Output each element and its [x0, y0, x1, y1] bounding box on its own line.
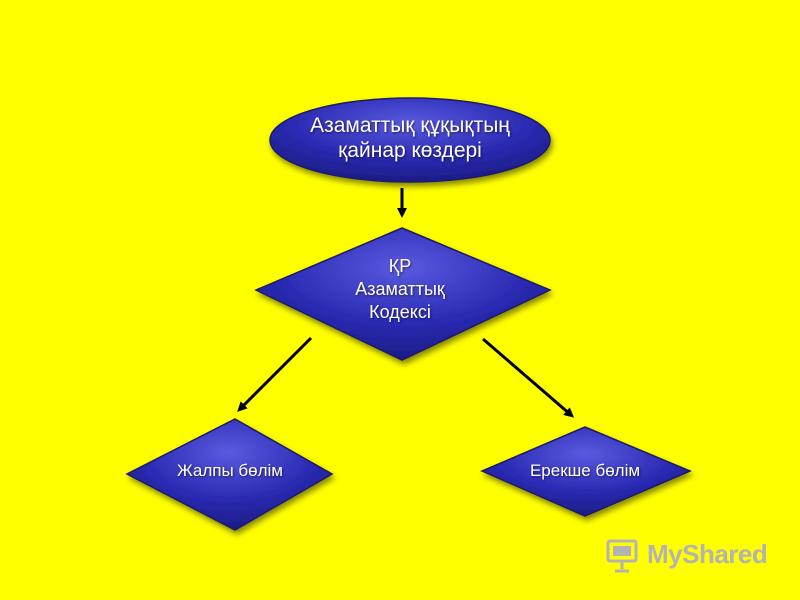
- code-node-line-3: Кодексі: [369, 302, 431, 322]
- code-node-line-1: ҚР: [388, 256, 412, 276]
- special-part-line-1: Ерекше бөлім: [529, 461, 641, 480]
- special-part-node-shape[interactable]: [480, 426, 692, 517]
- general-part-line-1: Жалпы бөлім: [177, 461, 283, 480]
- watermark-logo: MyShared: [603, 535, 778, 577]
- watermark-text: MyShared: [647, 539, 768, 569]
- presentation-icon: [606, 539, 638, 573]
- arrow-code-to-general: [237, 336, 313, 412]
- general-part-node-shape[interactable]: [125, 418, 334, 531]
- arrow-code-to-special: [482, 337, 575, 418]
- root-node-label: Азаматтық құқықтың қайнар көздері: [270, 113, 550, 163]
- code-node-line-2: Азаматтық: [355, 279, 445, 299]
- special-part-node-label: Ерекше бөлім: [480, 461, 690, 481]
- code-node-label: ҚР Азаматтық Кодексі: [300, 255, 500, 324]
- root-node-line-2: қайнар көздері: [338, 139, 482, 162]
- root-node-line-1: Азаматтық құқықтың: [310, 114, 510, 137]
- code-node-shape[interactable]: [254, 227, 552, 361]
- root-node-shape[interactable]: [269, 97, 551, 183]
- general-part-node-label: Жалпы бөлім: [130, 461, 330, 481]
